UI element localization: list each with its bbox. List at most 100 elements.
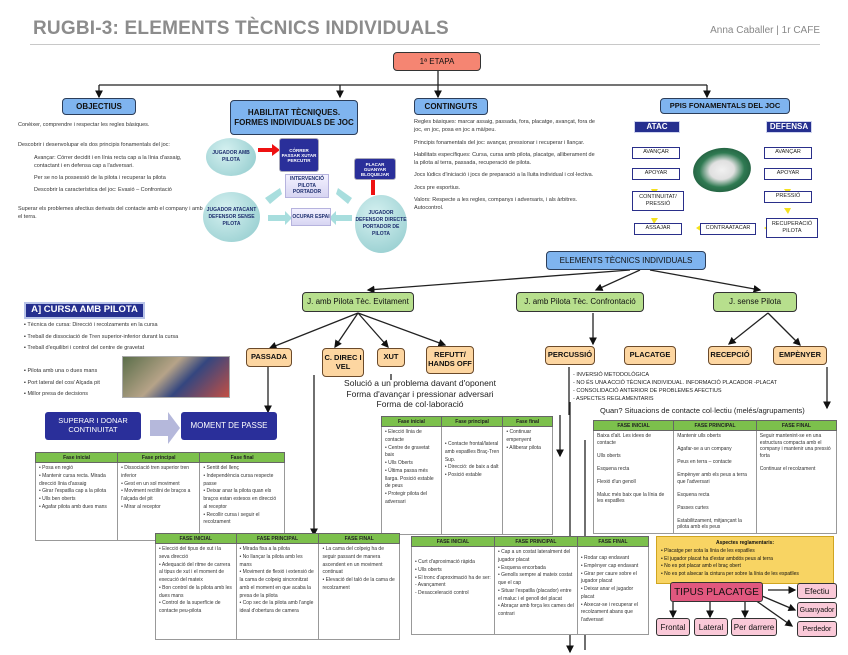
table-cell: • Dissociació tren superior tren inferio… <box>117 462 201 541</box>
aspectes-item: • El jugador placat ha d'estar ambdós pe… <box>661 555 773 562</box>
cursa-bullet: ▪ Tècnica de cursa: Direcció i recolzame… <box>24 322 158 328</box>
continguts-line: Jocs lúdics d'iniciació i jocs de prepar… <box>414 172 594 179</box>
caption-line: Solució a un problema davant d'oponent <box>344 378 496 388</box>
cursa-bullet: ▪ Port lateral del cos/ Alçada pit <box>24 379 100 386</box>
table-header: FASE INICIAL <box>155 533 237 544</box>
note-line: - CONSOLIDACIÓ ANTERIOR DE PROBLEMES AFE… <box>573 387 722 394</box>
placatge-notes: - INVERSIÓ METODOLÒGICA - NO ÉS UNA ACCI… <box>573 372 843 404</box>
passada-phases-table: Fase inicial Fase principal Fase final •… <box>34 452 285 541</box>
node-placar: PLACAR GUANYAR BLOQUEJAR <box>354 158 396 180</box>
node-intervencio: INTERVENCIÓ PILOTA PORTADOR <box>285 174 329 198</box>
category-sense-pilota: J. sense Pilota <box>713 292 797 312</box>
result-efectiu: Efectiu <box>797 583 837 599</box>
rugby-players-photo <box>122 356 230 398</box>
objectius-line: Avançar: Córrer decidit i en línia recta… <box>34 154 182 169</box>
table-cell: • Mirada fixa a la pilota • No llançar l… <box>235 543 320 640</box>
category-evitament: J. amb Pilota Tèc. Evitament <box>302 292 414 312</box>
table-cell: • Elecció línia de contacte • Centre de … <box>381 426 442 535</box>
table-header: FASE INICIAL <box>592 420 675 431</box>
objectius-line: Per se no la possessió de la pilota i re… <box>34 175 166 181</box>
continguts-title: CONTINGUTS <box>414 98 488 115</box>
objectius-line: Superar els problemes afectius derivats … <box>18 205 203 220</box>
continguts-line: Jocs pre esportius. <box>414 184 461 191</box>
ppis-title: PPIS FONAMENTALS DEL JOC <box>660 98 790 114</box>
contraatacar-step: CONTRAATACAR <box>700 223 756 235</box>
tipus-per-darrere: Per darrere <box>731 618 777 636</box>
continguts-line: Valors: Respecte a les regles, companys … <box>414 196 578 211</box>
table-header: FASE PRINCIPAL <box>673 420 757 431</box>
objectius-title: OBJECTIUS <box>62 98 136 115</box>
defensa-step: RECUPERACIÓ PILOTA <box>766 218 818 238</box>
stage-box: 1ª ETAPA <box>393 52 481 71</box>
continguts-text: Regles bàsiques: marcar assaig, passada,… <box>414 118 599 216</box>
aspectes-item: • Placatge per sota la línia de les espa… <box>661 547 755 554</box>
table-cell: • Contacte frontal/lateral amb espatlles… <box>440 426 504 535</box>
atac-step: AVANÇAR <box>632 147 680 159</box>
table-cell: Baixa d'alt. Les idees de contacte Ulls … <box>592 430 675 534</box>
atac-label: ATAC <box>634 121 680 133</box>
table-cell: • Posa en regió • Mantenir cursa recta. … <box>34 462 119 541</box>
defensa-step: PRESSIÓ <box>764 191 812 203</box>
solucio-caption: Solució a un problema davant d'oponent F… <box>335 378 505 410</box>
table-cell: • Elecció del tipus de xut i la seva dir… <box>155 543 237 640</box>
percussio-phases-table: Fase inicial Fase principal Fase final •… <box>381 416 553 535</box>
table-header: Fase inicial <box>381 416 442 427</box>
quan-caption: Quan? Situacions de contacte col·lectiu … <box>600 406 805 415</box>
moment-passe-box: MOMENT DE PASSE <box>181 412 277 440</box>
xut-phases-table: FASE INICIAL FASE PRINCIPAL FASE FINAL •… <box>155 533 400 640</box>
cursa-bullet: ▪ Treball de dissociació de Tren superio… <box>24 333 179 340</box>
node-ocupar: OCUPAR ESPAI <box>291 208 331 226</box>
continguts-line: Habilitats específiques: Cursa, cursa am… <box>414 151 595 166</box>
result-guanyador: Guanyador <box>797 602 837 618</box>
table-header: Fase inicial <box>34 452 119 463</box>
node-jugador-defensor: JUGADOR DEFENSOR DIRECTE PORTADOR DE PIL… <box>355 195 407 253</box>
node-jugador-amb-pilota: JUGADOR AMB PILOTA <box>206 138 256 176</box>
aspectes-title: Aspectes reglamentaris: <box>715 540 775 546</box>
defensa-label: DEFENSA <box>766 121 812 133</box>
placatge-phases-table: FASE INICIAL FASE PRINCIPAL FASE FINAL •… <box>411 536 650 635</box>
cursa-bullet: ▪ Treball d'equilibri i control del cent… <box>24 345 145 352</box>
table-header: FASE FINAL <box>318 533 400 544</box>
table-cell: • Rodar cap endavant • Empènyer cap enda… <box>576 546 650 635</box>
table-cell: • Sentit del llenç • Independència cursa… <box>199 462 285 541</box>
table-cell: Mantenir ulls oberts Agafar-se a un comp… <box>673 430 757 534</box>
aspectes-item: • No es pot alsecar la cintura per sobre… <box>661 571 799 577</box>
cursa-bullet: ▪ Pilota amb una o dues mans <box>24 368 98 374</box>
note-line: - NO ÉS UNA ACCIÓ TÈCNICA INDIVIDUAL. IN… <box>573 379 777 386</box>
table-header: Fase principal <box>440 416 504 427</box>
page-title: RUGBI-3: ELEMENTS TÈCNICS INDIVIDUALS <box>33 18 449 39</box>
defensa-step: AVANÇAR <box>764 147 812 159</box>
cursa-bullets-top: ▪ Tècnica de cursa: Direcció i recolzame… <box>24 320 234 355</box>
author-info: Anna Caballer | 1r CAFE <box>710 25 820 36</box>
cursa-bullet: ▪ Millor presa de decisions <box>24 391 89 398</box>
table-cell: • La cama del colpeig ha de seguir passa… <box>318 543 400 640</box>
table-cell: Seguir mantenint-se en una estructura co… <box>755 430 838 534</box>
skill-percussio: PERCUSSIÓ <box>545 346 595 365</box>
skill-empenyer: EMPÈNYER <box>773 346 827 365</box>
cursa-bullets-bottom: ▪ Pilota amb una o dues mans ▪ Port late… <box>24 366 124 401</box>
category-confrontacio: J. amb Pilota Tèc. Confrontació <box>516 292 644 312</box>
skill-xut: XUT <box>377 348 405 367</box>
table-header: FASE FINAL <box>576 536 650 547</box>
tipus-frontal: Frontal <box>656 618 690 636</box>
defensa-step: APOYAR <box>764 168 812 180</box>
atac-step: CONTINUITAT/ PRESSIÓ <box>632 191 684 211</box>
tipus-lateral: Lateral <box>694 618 728 636</box>
table-header: Fase final <box>502 416 553 427</box>
note-line: - ASPECTES REGLAMENTARIS <box>573 395 654 402</box>
skill-refutt: REFUTT/ HANDS OFF <box>426 346 474 374</box>
aspectes-item: • No es pot placar amb el braç obert <box>661 563 741 570</box>
table-header: FASE FINAL <box>755 420 838 431</box>
skill-passada: PASSADA <box>246 348 292 367</box>
elements-title: ELEMENTS TÈCNICS INDIVIDUALS <box>546 251 706 270</box>
objectius-line: Conèixer, comprendre i respectar les reg… <box>18 122 150 128</box>
objectius-text: Conèixer, comprendre i respectar les reg… <box>18 121 208 225</box>
header-divider <box>30 44 820 45</box>
caption-line: Forma de col·laboració <box>376 399 464 410</box>
caption-line: Forma d'avançar i pressionar adversari <box>346 388 494 399</box>
atac-step: APOYAR <box>632 168 680 180</box>
habilitats-title: HABILITAT TÈCNIQUES. FORMES INDIVIDUALS … <box>230 100 358 135</box>
objectius-line: Descobrir i desenvolupar els dos princip… <box>18 142 170 149</box>
node-jugador-atacant: JUGADOR ATACANT DEFENSOR SENSE PILOTA <box>203 192 260 242</box>
tipus-placatge-title: TIPUS PLACATGE <box>670 582 763 602</box>
